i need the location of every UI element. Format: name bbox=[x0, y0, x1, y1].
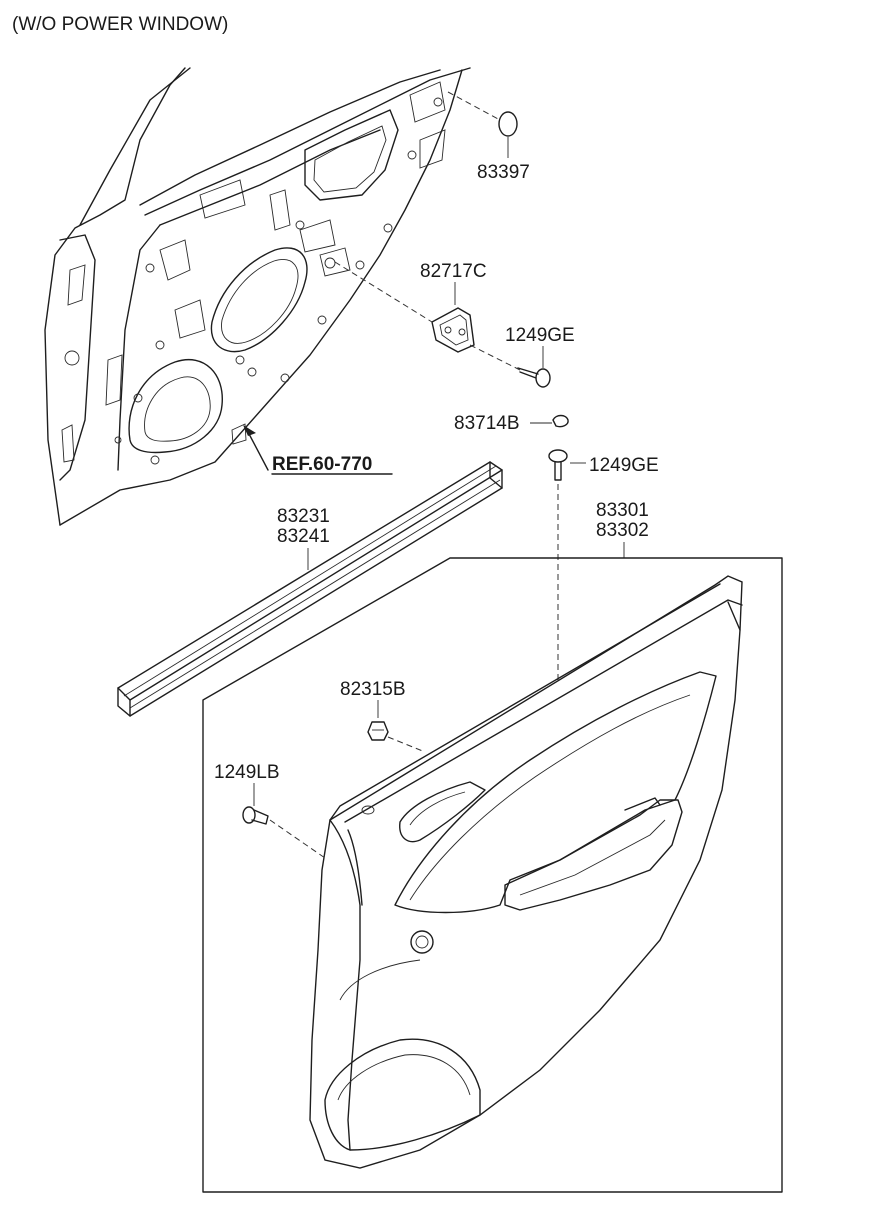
door-trim-panel-illustration bbox=[309, 575, 743, 1169]
part-82315b-clip: 82315B bbox=[340, 679, 426, 753]
label-83231[interactable]: 83231 bbox=[277, 506, 330, 527]
ref-callout: REF.60-770 bbox=[243, 425, 393, 475]
label-83714b[interactable]: 83714B bbox=[454, 413, 520, 434]
part-83397-grommet: 83397 bbox=[447, 91, 530, 183]
label-82717c[interactable]: 82717C bbox=[420, 261, 487, 282]
part-83714b-clip: 83714B bbox=[454, 413, 569, 434]
label-83241[interactable]: 83241 bbox=[277, 526, 330, 547]
part-83301-trim-box: 83301 83302 bbox=[202, 500, 783, 1193]
part-83231-weatherstrip: 83231 83241 bbox=[117, 461, 503, 717]
label-1249lb[interactable]: 1249LB bbox=[214, 762, 280, 783]
part-82717c-bracket: 82717C bbox=[334, 261, 487, 353]
door-inner-panel-illustration bbox=[44, 67, 471, 526]
label-1249ge-upper[interactable]: 1249GE bbox=[505, 325, 575, 346]
part-1249ge-screw-upper: 1249GE bbox=[469, 325, 575, 388]
ref-label[interactable]: REF.60-770 bbox=[272, 454, 372, 475]
diagram-title: (W/O POWER WINDOW) bbox=[12, 14, 228, 35]
label-83302[interactable]: 83302 bbox=[596, 520, 649, 541]
label-83301[interactable]: 83301 bbox=[596, 500, 649, 521]
label-82315b[interactable]: 82315B bbox=[340, 679, 406, 700]
label-83397[interactable]: 83397 bbox=[477, 162, 530, 183]
label-1249ge-lower[interactable]: 1249GE bbox=[589, 455, 659, 476]
part-1249lb-screw: 1249LB bbox=[214, 762, 326, 859]
